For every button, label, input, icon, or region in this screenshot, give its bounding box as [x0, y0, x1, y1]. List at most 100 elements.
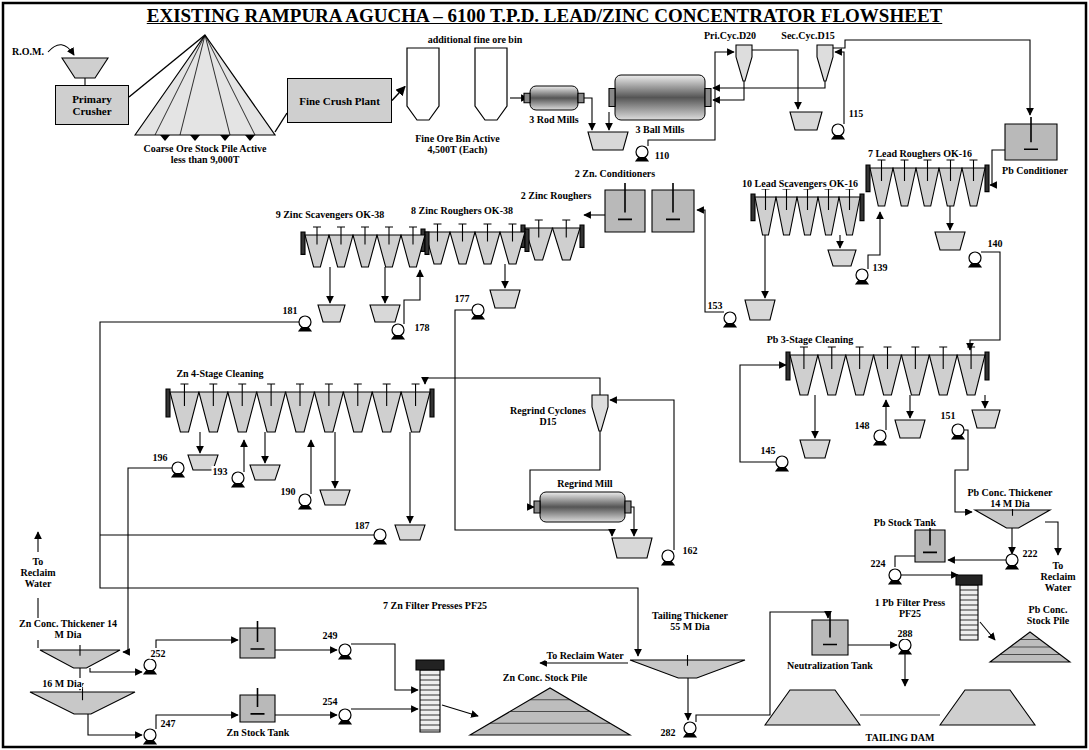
flow-line: [351, 708, 418, 709]
cyclone: [817, 45, 833, 81]
press-plate: [420, 680, 440, 681]
press-plate: [420, 725, 440, 726]
equipment-label: Pb Stock Tank: [873, 517, 937, 528]
flow-line: [442, 705, 478, 716]
callout-number: 139: [872, 262, 889, 273]
callout-number: 153: [707, 300, 724, 311]
agitator: [385, 227, 393, 245]
side-plate: [866, 165, 870, 192]
agitator: [412, 384, 420, 406]
equipment-label: To Reclaim Water: [545, 650, 624, 661]
sump: [395, 525, 425, 540]
press-plate: [960, 595, 978, 596]
side-plate: [985, 352, 989, 380]
equipment-label: 1 Pb Filter Press PF25: [865, 597, 955, 619]
ore-bin: Fine Ore Bin Active 4,500T (Each): [405, 48, 510, 125]
callout-number: 193: [212, 466, 229, 477]
agitator: [911, 347, 919, 369]
pump: [969, 252, 981, 264]
pump-base: [472, 315, 484, 319]
equipment-label: 3 Rod Mills: [528, 114, 579, 125]
agitator: [924, 160, 932, 181]
equipment-label: 2 Zinc Roughers: [520, 190, 593, 201]
pump-base: [144, 670, 156, 674]
sump: [588, 132, 628, 150]
flow-line: [713, 81, 825, 88]
equipment-label: Zn 4-Stage Cleaning: [175, 368, 264, 379]
mill: [530, 86, 578, 110]
thickener-rake: [79, 645, 80, 656]
sump: [318, 305, 345, 322]
flow-line: [814, 395, 815, 438]
pile-texture: [530, 699, 570, 700]
trunnion: [534, 501, 540, 513]
agitator: [884, 347, 892, 369]
flow-line: [275, 649, 337, 650]
flow-line: [764, 235, 765, 298]
side-plate: [425, 232, 429, 254]
sump: [935, 232, 965, 250]
agitator: [762, 189, 770, 210]
pump-base: [392, 335, 404, 339]
pile-texture: [1020, 639, 1040, 640]
flow-line: [334, 432, 335, 488]
press-plate: [420, 675, 440, 676]
callout-number: 247: [160, 718, 177, 729]
flow-line: [1045, 522, 1058, 555]
callout-number: 252: [150, 648, 167, 659]
pump: [299, 316, 311, 328]
agitator: [967, 347, 975, 369]
agitator: [251, 688, 265, 714]
flow-line: [895, 556, 915, 567]
thickener-rake: [687, 655, 688, 666]
pump-base: [969, 263, 981, 267]
agitator: [383, 384, 391, 406]
pump: [339, 709, 351, 721]
trunnion: [578, 93, 584, 103]
sump: [370, 305, 400, 322]
agitator: [618, 183, 632, 219]
agitator: [939, 347, 947, 369]
callout-number: 187: [354, 520, 371, 531]
filter-press: [960, 585, 978, 640]
pump-base: [832, 135, 844, 139]
pump: [662, 550, 674, 562]
pump: [636, 146, 648, 158]
agitator: [209, 384, 217, 406]
callout-number: 178: [414, 322, 431, 333]
flow-line: [425, 378, 600, 395]
callout-number: 196: [152, 452, 169, 463]
flow-line: [584, 98, 592, 130]
conveyor-line: [275, 113, 287, 132]
callout-number: 151: [940, 410, 957, 421]
sump: [790, 112, 822, 130]
stock-pile: Coarse Ore Stock Pile Active less than 9…: [135, 35, 275, 135]
press-plate: [960, 615, 978, 616]
flow-line: [404, 270, 420, 324]
flow-line: [713, 81, 744, 100]
sump: [250, 465, 280, 480]
pump-base: [724, 323, 736, 327]
flow-line: [868, 212, 880, 269]
agitator: [459, 224, 467, 242]
trunnion: [705, 89, 711, 107]
press-plate: [960, 635, 978, 636]
side-plate: [301, 232, 305, 254]
flow-line: [199, 432, 200, 453]
flow-line: [885, 400, 886, 430]
flow-line: [243, 440, 244, 472]
press-plate: [960, 590, 978, 591]
stock-pile: [470, 688, 630, 735]
agitator: [296, 384, 304, 406]
pump: [776, 456, 788, 468]
callout-number: 249: [322, 630, 339, 641]
equipment-label: 8 Zinc Roughers OK-38: [410, 205, 514, 216]
agitator: [666, 183, 680, 219]
flow-line: [310, 440, 311, 494]
callout-number: 288: [897, 628, 914, 639]
pump: [856, 269, 868, 281]
pump: [172, 462, 184, 474]
press-plate: [420, 710, 440, 711]
press-plate: [420, 730, 440, 731]
agitator: [825, 189, 833, 210]
